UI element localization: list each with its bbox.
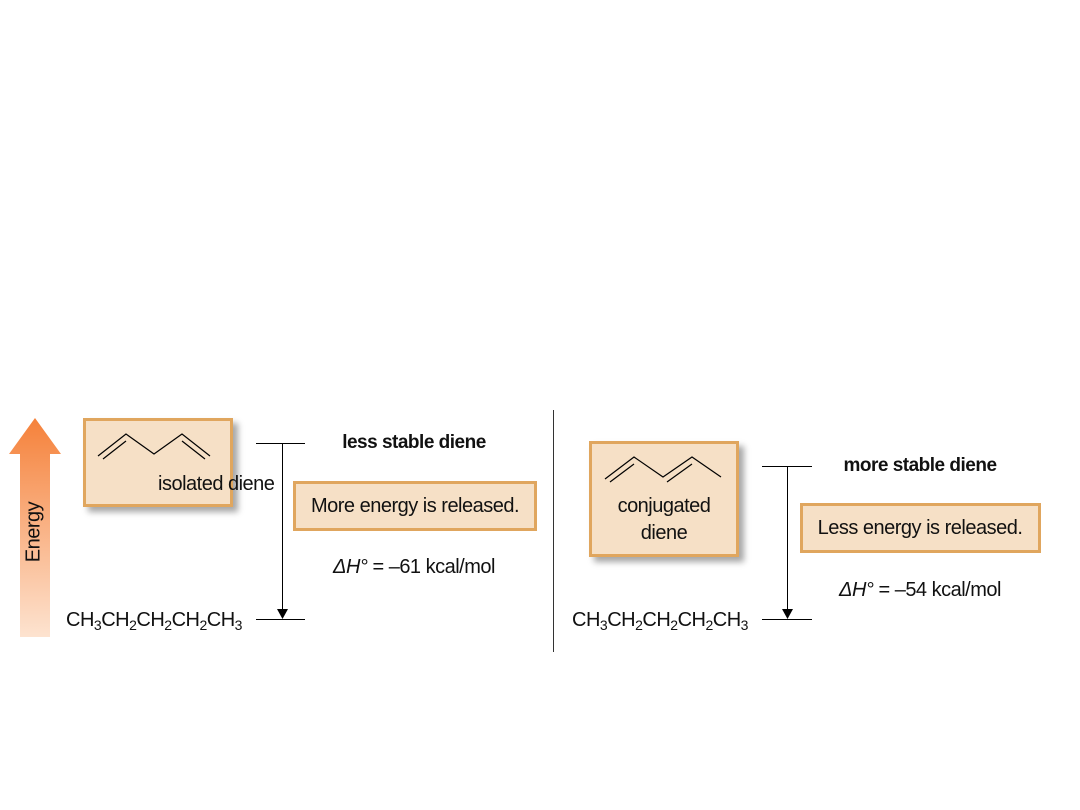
arrowhead-icon: [277, 609, 288, 619]
delta-h: ΔH° = –54 kcal/mol: [839, 579, 1001, 601]
conjugated-label-line1: conjugated: [617, 495, 711, 517]
conjugated-diene-structure-icon: [604, 456, 722, 483]
less-stable-label: less stable diene: [342, 432, 486, 453]
energy-axis-label: Energy: [22, 501, 45, 563]
product-energy-level: [762, 619, 812, 620]
divider: [553, 410, 554, 652]
energy-note-box: Less energy is released.: [800, 503, 1041, 553]
energy-drop-arrow: [787, 466, 788, 613]
diene-energy-level: [256, 443, 305, 444]
energy-note: Less energy is released.: [817, 517, 1023, 539]
isolated-diene-label: isolated diene: [158, 473, 275, 495]
energy-note: More energy is released.: [310, 495, 520, 517]
energy-arrow-icon: [9, 418, 61, 637]
isolated-diene-box: isolated diene: [83, 418, 275, 507]
isolated-diene-structure-icon: [97, 433, 211, 460]
conjugated-label-line2: diene: [640, 522, 688, 544]
delta-h: ΔH° = –61 kcal/mol: [333, 556, 495, 578]
energy-note-box: More energy is released.: [293, 481, 537, 531]
pentane-formula: CH3CH2CH2CH2CH3: [572, 609, 748, 633]
arrowhead-icon: [782, 609, 793, 619]
conjugated-diene-box: conjugated diene: [589, 441, 739, 557]
product-energy-level: [256, 619, 305, 620]
energy-drop-arrow: [282, 443, 283, 613]
pentane-formula: CH3CH2CH2CH2CH3: [66, 609, 242, 633]
more-stable-label: more stable diene: [843, 455, 997, 476]
